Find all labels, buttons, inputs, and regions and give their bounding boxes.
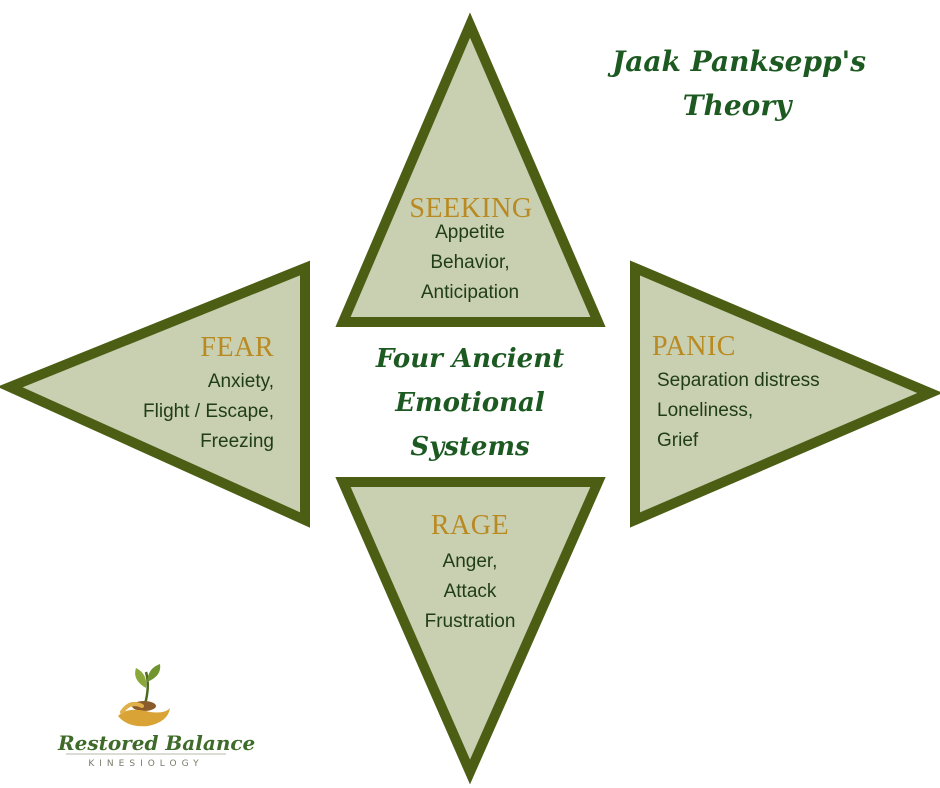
fear-items: Anxiety, Flight / Escape, Freezing [110,367,274,457]
center-title-line3: Systems [410,432,530,462]
hand-with-sprout-icon [118,664,170,727]
theory-title-line2: Theory [682,89,792,122]
theory-title: Jaak Panksepp's Theory [612,40,866,128]
panic-triangle [630,260,940,528]
logo-subtitle: KINESIOLOGY [88,759,204,769]
panic-item: Separation distress [657,370,820,391]
fear-title: FEAR [200,332,274,363]
seeking-title: SEEKING [409,193,533,224]
panic-item: Loneliness, [657,400,754,421]
rage-title: RAGE [430,510,510,541]
center-title: Four Ancient Emotional Systems [360,337,580,469]
seeking-items: Appetite Behavior, Anticipation [400,218,540,308]
rage-item: Anger, [442,551,498,572]
fear-item: Anxiety, [207,371,274,392]
rage-items: Anger, Attack Frustration [400,547,540,637]
seeking-triangle [335,12,606,327]
seeking-item: Behavior, [430,252,510,273]
center-title-line2: Emotional [395,388,545,418]
logo-name: Restored Balance [58,731,256,755]
panic-item: Grief [657,430,699,451]
fear-item: Flight / Escape, [143,401,274,422]
fear-triangle [0,260,310,528]
panic-title: PANIC [652,331,736,362]
center-title-line1: Four Ancient [375,344,565,374]
theory-title-line1: Jaak Panksepp's [612,45,866,78]
rage-item: Attack [443,581,497,602]
panic-items: Separation distress Loneliness, Grief [657,366,820,456]
seeking-item: Anticipation [420,282,520,303]
fear-item: Freezing [200,431,274,452]
rage-item: Frustration [424,611,516,632]
seeking-item: Appetite [435,222,505,243]
rage-triangle [335,477,606,785]
